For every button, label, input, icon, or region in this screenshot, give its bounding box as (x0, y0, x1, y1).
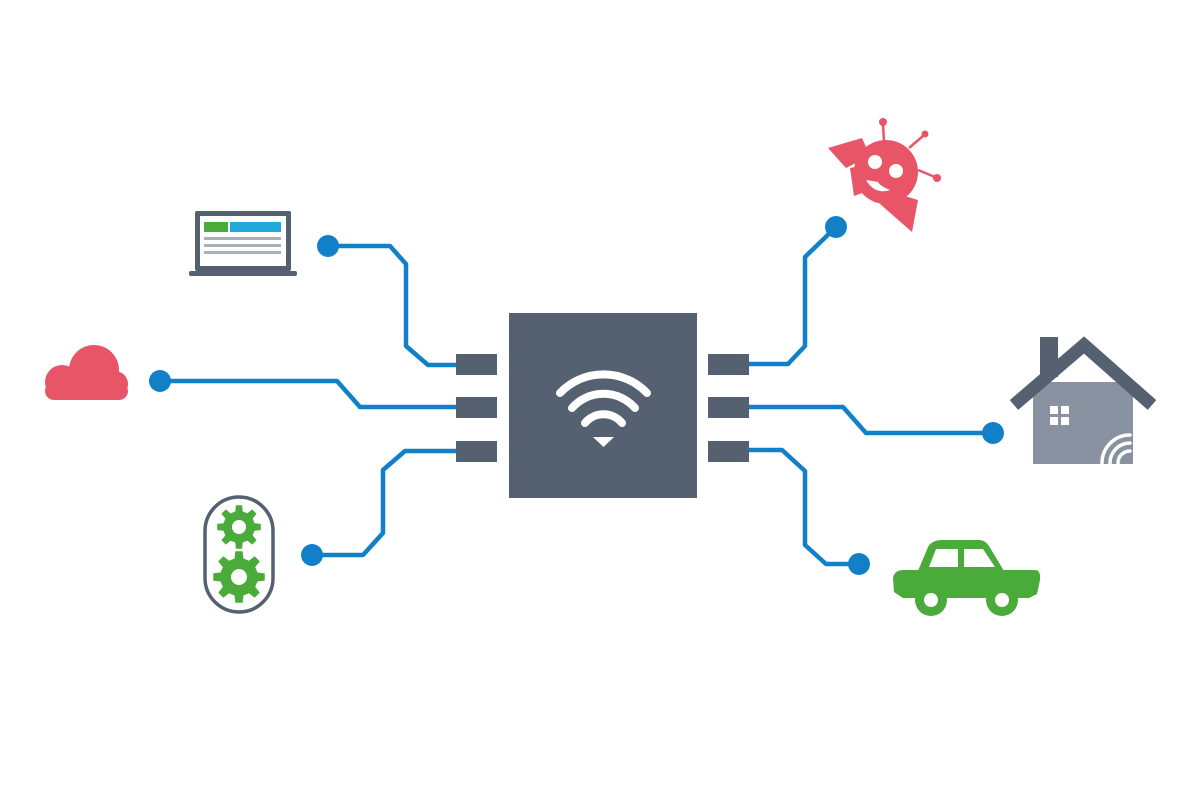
wifi-icon (556, 370, 651, 447)
trace-car (746, 447, 861, 567)
gears-icon (203, 495, 275, 614)
trace-end-robot (825, 216, 847, 238)
connection-traces (149, 216, 1004, 575)
trace-end-laptop (317, 235, 339, 257)
wifi-chip (456, 313, 749, 498)
trace-laptop (325, 243, 461, 368)
gear-bottom-hole (231, 569, 247, 585)
trace-end-car (848, 553, 870, 575)
chip-pin-right-2 (708, 397, 749, 418)
house-wifi-icon (1100, 433, 1132, 465)
trace-house (746, 404, 995, 436)
gear-top-icon (217, 505, 261, 549)
trace-end-gears (301, 544, 323, 566)
robot-icon (828, 118, 941, 232)
trace-end-cloud (149, 370, 171, 392)
chip-pin-right-3 (708, 441, 749, 462)
trace-end-house (982, 422, 1004, 444)
chip-body (509, 313, 697, 498)
car-icon (893, 540, 1041, 616)
cloud-icon (45, 345, 128, 400)
chip-pin-right-1 (708, 354, 749, 375)
trace-gears (309, 448, 461, 558)
laptop-icon (189, 211, 297, 276)
gear-bottom-icon (213, 551, 265, 603)
gear-top-hole (232, 520, 246, 534)
chip-pin-left-3 (456, 441, 497, 462)
trace-robot (746, 226, 837, 367)
smart-home-icon (1009, 336, 1157, 465)
chip-pin-left-1 (456, 354, 497, 375)
trace-cloud (157, 378, 461, 410)
chip-pin-left-2 (456, 397, 497, 418)
